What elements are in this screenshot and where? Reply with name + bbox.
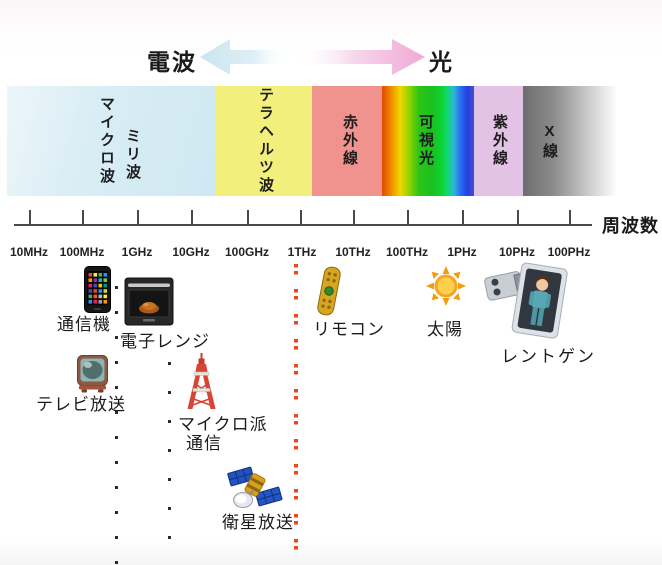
- band-label-infrared: 赤外線: [341, 114, 358, 168]
- microwave-oven-icon: [124, 277, 174, 326]
- axis-tick: [517, 210, 519, 224]
- axis-tick: [82, 210, 84, 224]
- guide-dotted-line-2: [168, 362, 171, 550]
- frequency-axis-line: [14, 224, 592, 226]
- band-radio-waves: [7, 86, 215, 196]
- axis-tick-label: 10GHz: [172, 245, 210, 259]
- axis-tick-label: 1PHz: [447, 245, 477, 259]
- axis-tick-label: 1THz: [287, 245, 317, 259]
- band-label-ultraviolet: 紫外線: [491, 114, 508, 168]
- axis-tick-label: 10THz: [335, 245, 371, 259]
- axis-tick-label: 100PHz: [547, 245, 591, 259]
- caption-satellite-broadcast: 衛星放送: [222, 513, 294, 532]
- caption-microwave-oven: 電子レンジ: [120, 332, 210, 351]
- caption-remote-control: リモコン: [313, 320, 385, 339]
- band-infrared: [312, 86, 382, 196]
- light-title: 光: [429, 49, 454, 75]
- xray-machine-icon: [484, 262, 568, 339]
- guide-dotted-line-1thz: [294, 264, 298, 556]
- axis-tick-label: 10MHz: [9, 245, 48, 259]
- caption-sun: 太陽: [427, 320, 463, 339]
- frequency-axis-title: 周波数: [602, 216, 659, 236]
- caption-communication-device: 通信機: [57, 315, 111, 334]
- axis-tick: [247, 210, 249, 224]
- sun-icon: [426, 266, 466, 306]
- tokyo-tower-icon: [187, 353, 216, 409]
- band-label-xray: X線: [541, 123, 558, 161]
- axis-tick: [353, 210, 355, 224]
- band-label-microwave: マイクロ波: [98, 96, 115, 186]
- band-label-millimeter: ミリ波: [124, 128, 141, 182]
- satellite-icon: [227, 466, 283, 508]
- band-ultraviolet: [474, 86, 523, 196]
- tv-icon: [77, 355, 108, 393]
- axis-tick-label: 10PHz: [498, 245, 536, 259]
- smartphone-icon: [84, 266, 111, 313]
- axis-tick: [137, 210, 139, 224]
- axis-tick: [300, 210, 302, 224]
- caption-roentgen: レントゲン: [501, 347, 596, 366]
- axis-tick: [191, 210, 193, 224]
- axis-tick: [569, 210, 571, 224]
- axis-tick: [462, 210, 464, 224]
- axis-tick-label: 100THz: [385, 245, 429, 259]
- arrow-left-icon: [200, 39, 290, 75]
- axis-tick-label: 1GHz: [121, 245, 153, 259]
- caption-tv-broadcast: テレビ放送: [36, 395, 126, 414]
- band-label-terahertz: テラヘルツ波: [257, 87, 274, 195]
- axis-tick-label: 100MHz: [59, 245, 105, 259]
- radio-wave-title: 電波: [147, 49, 197, 75]
- axis-tick: [29, 210, 31, 224]
- band-terahertz: [215, 86, 312, 196]
- band-visible-light: [382, 86, 474, 196]
- caption-microwave-communication: マイクロ派通信: [178, 415, 268, 453]
- band-x-ray: [523, 86, 622, 196]
- axis-tick: [407, 210, 409, 224]
- guide-dotted-line-1: [115, 286, 118, 565]
- arrow-right-icon: [297, 39, 425, 75]
- band-label-visible: 可視光: [417, 114, 434, 168]
- remote-control-icon: [317, 266, 341, 316]
- axis-tick-label: 100GHz: [224, 245, 270, 259]
